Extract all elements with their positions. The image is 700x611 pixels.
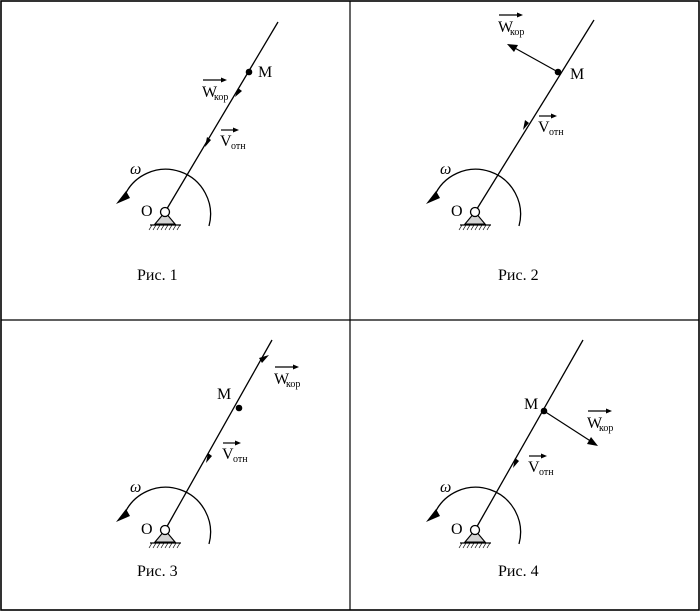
pivot-joint [159,524,171,536]
pivot-label: O [141,203,153,220]
pivot-label: O [451,203,463,220]
omega-label: ω [130,479,141,496]
pivot-joint [469,206,481,218]
svg-text:кор: кор [214,92,228,103]
caption: Рис. 3 [137,563,178,580]
caption: Рис. 1 [137,267,178,284]
omega-label: ω [440,479,451,496]
svg-text:отн: отн [549,127,564,138]
w-kor-vector [235,88,242,97]
pivot-joint [159,206,171,218]
svg-text:V: V [538,119,550,136]
panel-2: ω O M W кор V отн Рис. 2 [426,12,595,284]
v-otn-vector [205,137,211,147]
omega-arrowhead [116,509,130,522]
pivot-support [458,524,491,549]
v-otn-vector [206,453,212,463]
point-m-label: M [217,386,231,403]
svg-text:W: W [498,19,514,36]
w-kor-vector [507,44,559,73]
svg-text:W: W [202,84,218,101]
svg-text:V: V [220,133,232,150]
w-kor-label: W кор [274,364,300,390]
v-otn-label: V отн [222,440,248,465]
svg-text:W: W [587,415,603,432]
svg-text:отн: отн [233,454,248,465]
w-kor-vector [543,410,598,446]
v-otn-label: V отн [528,453,554,478]
w-kor-label: W кор [498,12,524,38]
rotation-arc [433,486,522,545]
caption: Рис. 4 [498,563,539,580]
w-kor-label: W кор [202,77,228,103]
point-m-label: M [258,64,272,81]
svg-text:V: V [528,459,540,476]
point-m-label: M [570,66,584,83]
rod [474,19,595,213]
panel-1: ω O M W кор V отн Рис. 1 [116,21,279,284]
pivot-label: O [451,521,463,538]
omega-arrowhead [116,191,130,204]
rod [164,339,273,531]
omega-label: ω [440,161,451,178]
omega-arrowhead [426,509,440,522]
svg-text:кор: кор [510,27,524,38]
panel-3: ω O M W кор V отн Рис. 3 [116,339,300,580]
rod [474,339,584,531]
svg-text:W: W [274,371,290,388]
caption: Рис. 2 [498,267,539,284]
rod [164,21,279,213]
svg-text:отн: отн [231,141,246,152]
pivot-support [458,206,491,231]
point-m-label: M [524,396,538,413]
v-otn-label: V отн [538,113,564,138]
svg-text:кор: кор [286,379,300,390]
v-otn-label: V отн [220,127,246,152]
omega-label: ω [130,161,141,178]
pivot-label: O [141,521,153,538]
pivot-joint [469,524,481,536]
rotation-arc [123,168,212,227]
pivot-support [148,206,181,231]
rotation-arc [123,486,212,545]
v-otn-vector [523,120,529,130]
w-kor-label: W кор [587,408,613,434]
point-m [235,404,243,412]
svg-text:отн: отн [539,467,554,478]
v-otn-vector [513,458,519,468]
point-m [245,68,253,76]
pivot-support [148,524,181,549]
rotation-arc [433,168,522,227]
panel-4: ω O M W кор V отн Рис. 4 [426,339,613,580]
omega-arrowhead [426,191,440,204]
svg-text:V: V [222,446,234,463]
svg-text:кор: кор [599,423,613,434]
w-kor-vector [259,355,269,363]
